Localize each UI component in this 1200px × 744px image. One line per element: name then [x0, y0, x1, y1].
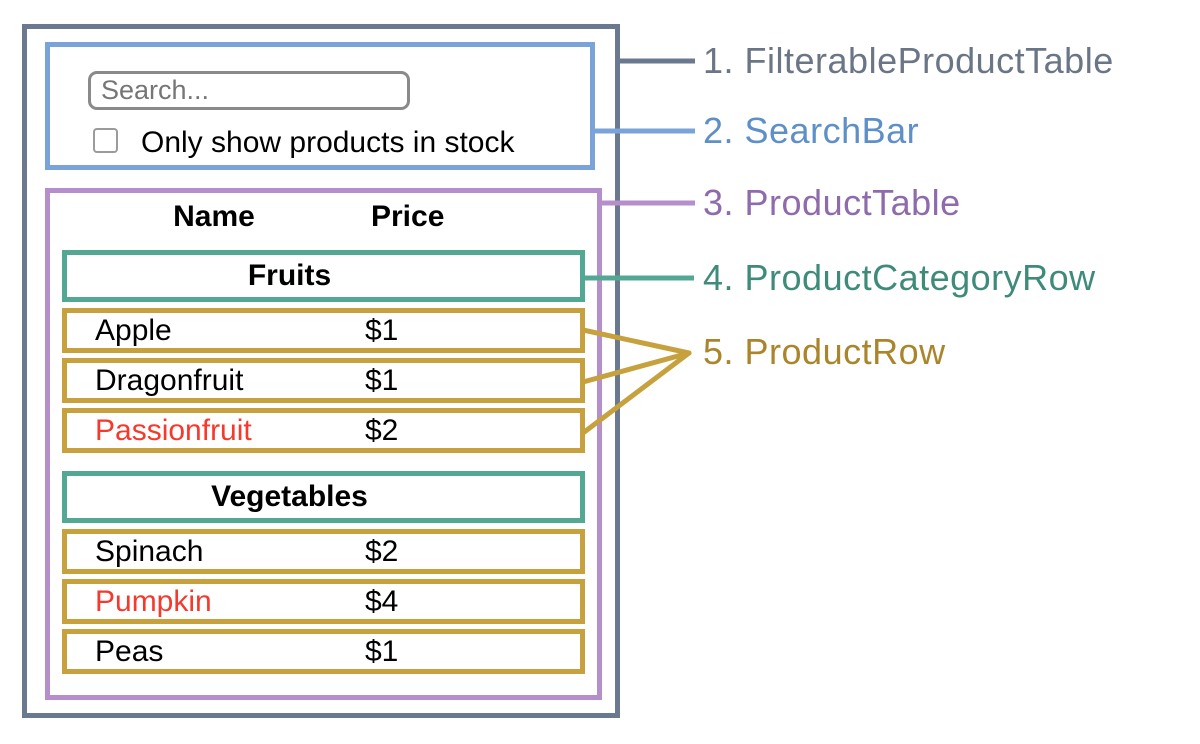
product-name: Peas	[95, 634, 164, 668]
product-row: Pumpkin $4	[62, 579, 585, 624]
legend-search-bar: 2. SearchBar	[703, 110, 920, 151]
product-row: Passionfruit $2	[62, 408, 585, 453]
category-label: Fruits	[247, 259, 332, 292]
legend-product-table: 3. ProductTable	[703, 182, 961, 223]
product-price: $1	[365, 634, 399, 668]
product-name: Apple	[95, 313, 172, 347]
product-name: Dragonfruit	[95, 363, 244, 397]
product-price: $2	[365, 413, 399, 447]
legend-product-category-row: 4. ProductCategoryRow	[703, 257, 1096, 298]
legend-product-row: 5. ProductRow	[703, 331, 946, 372]
product-row: Apple $1	[62, 308, 585, 353]
product-name: Pumpkin	[95, 584, 212, 618]
product-price: $2	[365, 534, 399, 568]
name-column-header: Name	[173, 200, 255, 233]
in-stock-checkbox-label: Only show products in stock	[141, 126, 515, 159]
product-name: Spinach	[95, 534, 204, 568]
product-price: $4	[365, 584, 399, 618]
in-stock-checkbox[interactable]	[93, 128, 118, 153]
product-category-row: Vegetables	[62, 471, 585, 523]
product-price: $1	[365, 363, 399, 397]
product-row: Dragonfruit $1	[62, 358, 585, 403]
product-price: $1	[365, 313, 399, 347]
product-row: Spinach $2	[62, 529, 585, 574]
product-name: Passionfruit	[95, 413, 252, 447]
product-category-row: Fruits	[62, 250, 585, 302]
price-column-header: Price	[371, 200, 445, 233]
legend-filterable-product-table: 1. FilterableProductTable	[703, 40, 1114, 81]
product-row: Peas $1	[62, 629, 585, 674]
search-input[interactable]	[88, 71, 410, 110]
category-label: Vegetables	[211, 480, 368, 513]
